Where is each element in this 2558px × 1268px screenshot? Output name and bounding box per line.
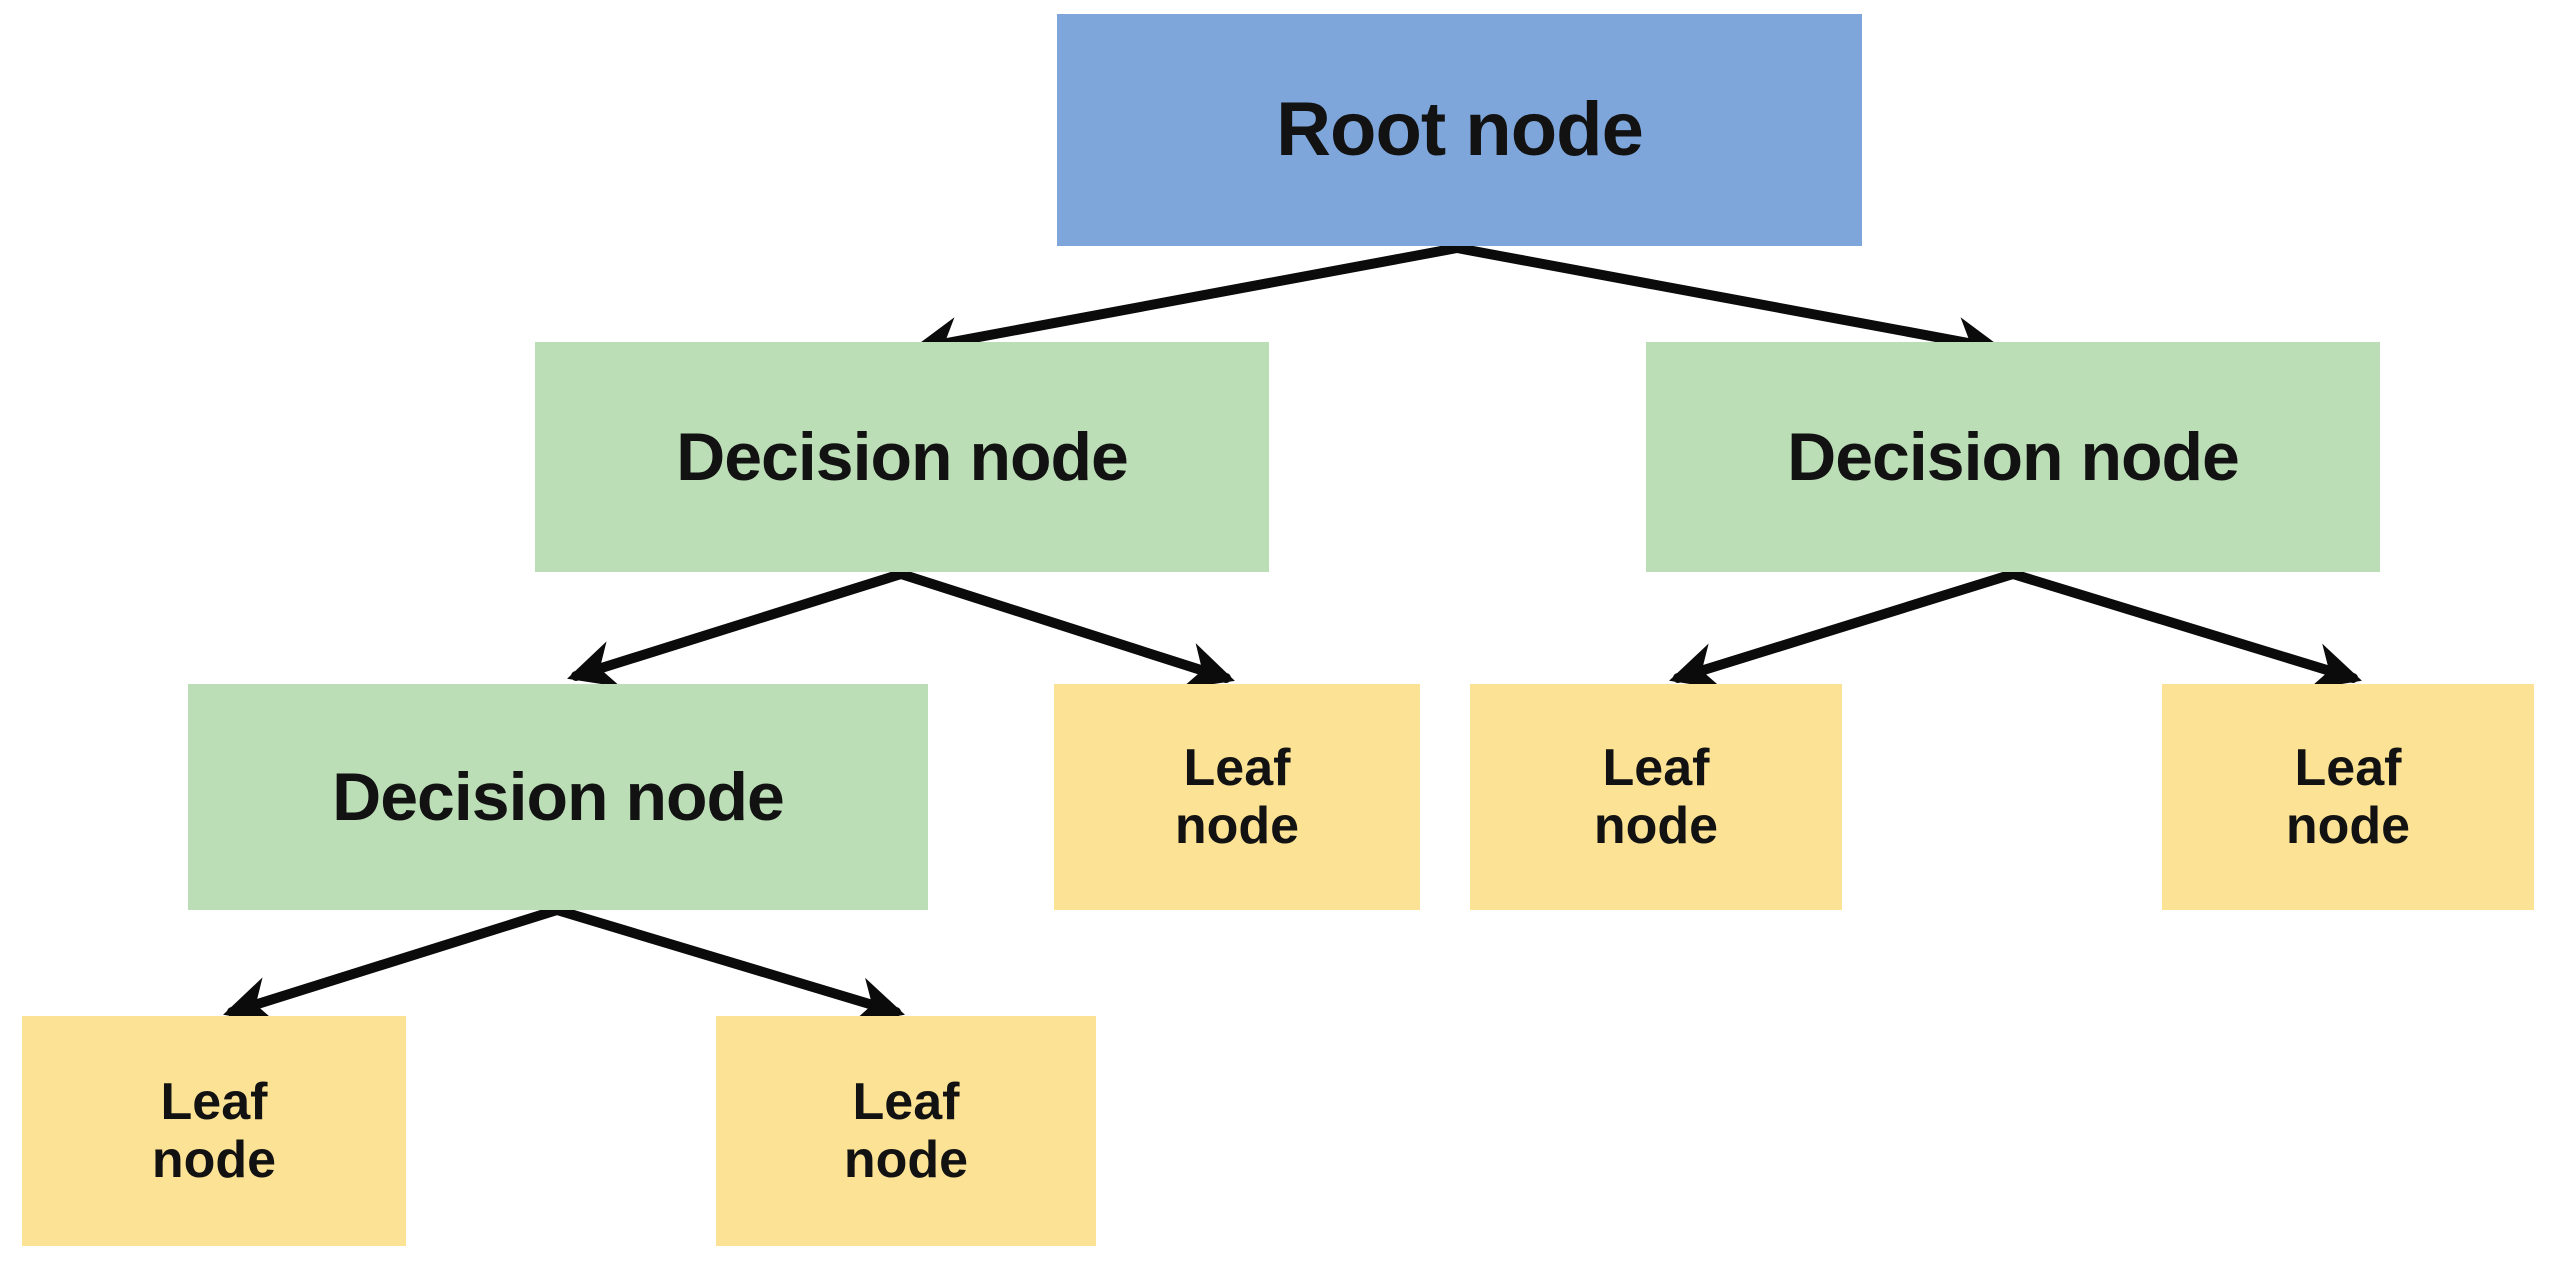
root-node-root: Root node [1057, 14, 1862, 246]
node-label-leaf5: Leaf node [843, 1072, 969, 1189]
node-label-d3: Decision node [332, 758, 785, 835]
leaf-node-leaf1: Leaf node [1054, 684, 1420, 910]
leaf-node-leaf5: Leaf node [716, 1016, 1096, 1246]
leaf-node-leaf2: Leaf node [1470, 684, 1842, 910]
node-label-leaf2: Leaf node [1593, 738, 1719, 855]
node-label-leaf1: Leaf node [1174, 738, 1300, 855]
arrow-d2-to-leaf2 [1669, 569, 2018, 690]
arrow-d1-to-d3 [567, 569, 906, 687]
arrow-root-to-d2 [1452, 243, 2005, 365]
arrow-d1-to-leaf1 [896, 569, 1235, 689]
decision-node-d3: Decision node [188, 684, 928, 910]
node-label-leaf3: Leaf node [2285, 738, 2411, 855]
leaf-node-leaf3: Leaf node [2162, 684, 2534, 910]
arrow-d3-to-leaf5 [552, 905, 905, 1024]
decision-node-d1: Decision node [535, 342, 1269, 572]
arrow-root-to-d1 [910, 243, 1462, 365]
decision-node-d2: Decision node [1646, 342, 2380, 572]
node-label-d2: Decision node [1787, 418, 2240, 495]
node-label-leaf4: Leaf node [151, 1072, 277, 1189]
arrow-d3-to-leaf4 [223, 905, 562, 1023]
arrow-d2-to-leaf3 [2008, 569, 2362, 690]
node-label-root: Root node [1276, 87, 1644, 173]
leaf-node-leaf4: Leaf node [22, 1016, 406, 1246]
node-label-d1: Decision node [676, 418, 1129, 495]
